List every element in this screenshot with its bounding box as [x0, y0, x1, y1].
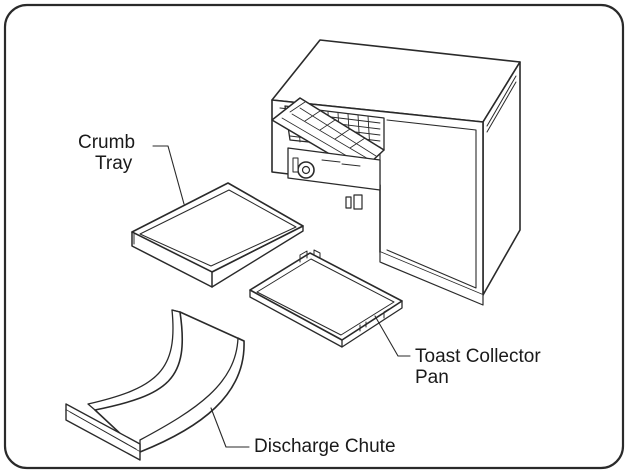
toast-collector-pan-illustration: [249, 249, 403, 348]
discharge-chute-leader: [210, 407, 250, 448]
toast-collector-label-line1: Toast Collector: [415, 346, 541, 367]
crumb-tray-illustration: [131, 182, 304, 288]
crumb-tray-leader: [152, 145, 185, 205]
discharge-chute-label: Discharge Chute: [254, 436, 396, 457]
discharge-chute-illustration: [65, 309, 245, 461]
toast-collector-label-line2: Pan: [415, 367, 449, 388]
crumb-tray-label-line1: Crumb: [78, 132, 136, 153]
toaster-illustration: [271, 39, 521, 306]
border-frame: [3, 3, 625, 470]
toast-collector-leader: [374, 315, 411, 357]
crumb-tray-label-line2: Tray: [95, 153, 133, 174]
